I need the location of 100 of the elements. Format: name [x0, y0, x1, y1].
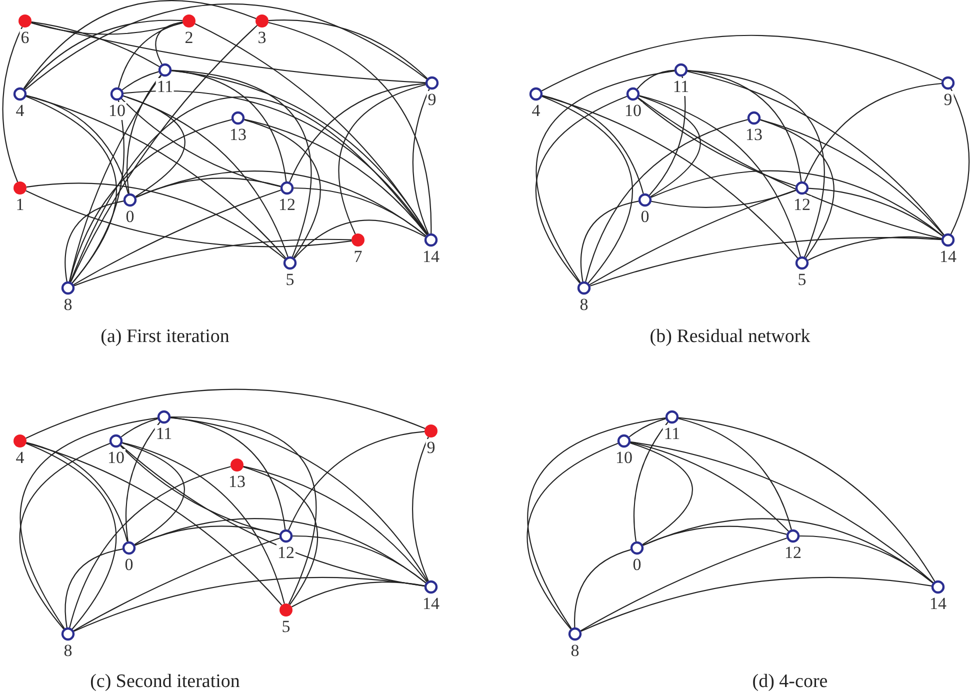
edge-line	[687, 70, 825, 258]
edge-line	[123, 95, 288, 258]
edge-line	[642, 518, 934, 584]
edge-line	[122, 442, 185, 546]
vertex-number: 10	[108, 102, 126, 120]
edge-line	[243, 466, 428, 582]
edge-line	[171, 70, 428, 235]
edge-line	[26, 94, 129, 194]
edge-line	[580, 576, 932, 632]
edge-line	[2, 26, 23, 182]
edge-line	[804, 82, 942, 182]
edge-line	[155, 22, 183, 65]
edge-line	[580, 538, 787, 632]
edge-line	[126, 74, 162, 194]
edge-line	[636, 70, 675, 90]
edge-line	[26, 182, 286, 260]
vertex-number: 11	[672, 78, 690, 96]
edge-line	[585, 119, 748, 282]
edge-line	[760, 119, 834, 258]
edge-line	[20, 417, 158, 629]
edge-line	[64, 200, 124, 282]
edge-line	[590, 237, 942, 286]
edge-line	[26, 442, 282, 606]
edge-line	[136, 178, 281, 198]
edge-line	[171, 70, 312, 258]
edge-line	[574, 549, 631, 628]
edge-line	[293, 187, 426, 236]
edge-line	[26, 95, 286, 258]
edge-line	[31, 21, 160, 68]
edge-line	[950, 88, 970, 234]
edge-line	[120, 418, 158, 438]
edge-line	[268, 22, 432, 234]
edge-line	[589, 190, 796, 286]
edge-line	[638, 98, 796, 187]
panel-caption: (c) Second iteration	[90, 671, 240, 693]
edge-line	[69, 466, 231, 628]
edge-line	[412, 88, 430, 234]
panel-caption: (d) 4-core	[752, 671, 828, 693]
edge-line	[73, 190, 281, 286]
edge-line	[808, 236, 942, 261]
edge-line	[74, 576, 425, 632]
edge-line	[136, 170, 426, 236]
panel-caption: (a) First iteration	[100, 326, 230, 348]
edge-line	[26, 388, 426, 439]
edge-line	[526, 442, 618, 630]
edge-line	[31, 22, 426, 84]
edge-line	[633, 422, 668, 542]
edge-line	[630, 442, 693, 546]
edge-line	[291, 582, 425, 608]
panel-caption: (b) Residual network	[650, 326, 810, 348]
edge-line	[678, 418, 792, 530]
edge-line	[639, 95, 801, 257]
edge-line	[244, 118, 428, 236]
edge-line	[68, 74, 162, 282]
edge-line	[288, 431, 425, 530]
edge-line	[642, 526, 787, 546]
edge-line	[412, 436, 429, 582]
edge-line	[292, 535, 426, 584]
edge-line	[268, 20, 428, 79]
edge-line	[648, 76, 686, 196]
edge-line	[120, 445, 280, 536]
edge-line	[170, 416, 316, 604]
edge-line	[808, 188, 944, 237]
edge-line	[26, 190, 352, 248]
edge-line	[243, 466, 318, 605]
edge-line	[23, 0, 256, 89]
edge-line	[338, 84, 426, 234]
edge-line	[536, 70, 675, 283]
edge-line	[170, 417, 428, 582]
edge-line	[72, 100, 124, 284]
edge-line	[134, 518, 426, 584]
edge-line	[125, 422, 160, 542]
edge-line	[687, 70, 944, 236]
edge-line	[760, 119, 944, 236]
edge-line	[630, 441, 934, 584]
edge-line	[542, 94, 644, 194]
edge-line	[64, 548, 123, 628]
edge-line	[289, 83, 426, 182]
edge-line	[294, 220, 426, 259]
edge-line	[650, 170, 944, 236]
edge-line	[134, 526, 280, 546]
edge-line	[651, 190, 796, 208]
edge-line	[799, 535, 934, 584]
edge-line	[120, 444, 425, 587]
edge-line	[70, 25, 258, 282]
edge-line	[170, 417, 286, 530]
edge-line	[542, 95, 798, 258]
edge-line	[123, 95, 186, 198]
edge-line	[628, 418, 666, 438]
edge-line	[678, 417, 936, 582]
edge-line	[24, 4, 428, 90]
edge-line	[31, 22, 183, 35]
edge-line	[70, 97, 428, 282]
edge-line	[638, 97, 942, 240]
edge-line	[121, 98, 281, 188]
edge-line	[541, 35, 942, 92]
edge-line	[24, 20, 183, 90]
edge-line	[580, 200, 639, 282]
edge-line	[194, 23, 428, 235]
edge-line	[69, 119, 232, 282]
